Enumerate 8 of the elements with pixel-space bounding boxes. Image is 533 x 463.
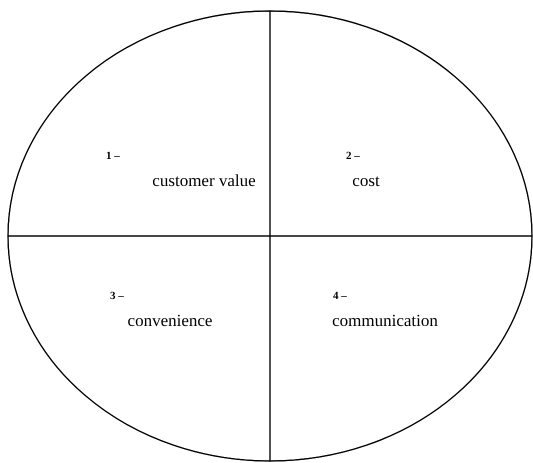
quadrant-label: cost bbox=[352, 171, 380, 191]
quadrant-label: customer value bbox=[152, 171, 256, 191]
quadrant-label: convenience bbox=[128, 311, 212, 331]
quadrant-number: 3 – bbox=[110, 290, 124, 302]
quadrant-number: 1 – bbox=[106, 150, 120, 162]
quadrant-number: 2 – bbox=[346, 150, 360, 162]
quadrant-label: communication bbox=[332, 311, 438, 331]
quadrant-number: 4 – bbox=[333, 290, 347, 302]
